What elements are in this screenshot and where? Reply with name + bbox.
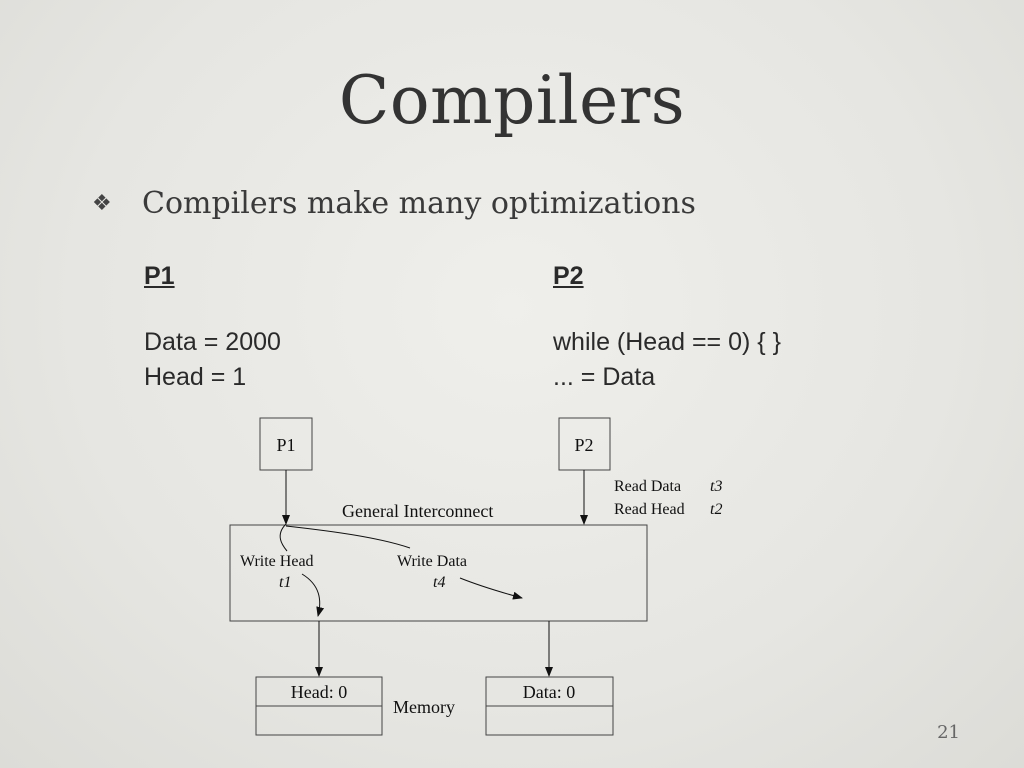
four-diamond-bullet-icon: ❖ xyxy=(92,191,112,216)
write-head-entry-curve xyxy=(279,523,288,552)
p1-box-label: P1 xyxy=(276,435,295,455)
bullet-text: Compilers make many optimizations xyxy=(142,186,696,221)
read-data-label: Read Data xyxy=(614,478,681,495)
write-head-time: t1 xyxy=(279,574,291,591)
p2-line-1: while (Head == 0) { } xyxy=(553,328,781,356)
slide-title: Compilers xyxy=(338,62,686,139)
slide-number: 21 xyxy=(937,722,960,743)
p2-line-2: ... = Data xyxy=(553,363,656,391)
interconnect-label: General Interconnect xyxy=(342,501,493,521)
memory-label: Memory xyxy=(393,697,455,717)
bullet-item: ❖ Compilers make many optimizations xyxy=(92,186,696,221)
write-head-arrow xyxy=(301,573,325,617)
write-data-arrow xyxy=(459,577,523,600)
write-data-time: t4 xyxy=(433,574,445,591)
write-head-label: Write Head xyxy=(240,553,314,570)
read-head-label: Read Head xyxy=(614,501,685,518)
read-head-time: t2 xyxy=(710,501,722,518)
p1-line-1: Data = 2000 xyxy=(144,328,281,356)
read-data-time: t3 xyxy=(710,478,722,495)
p2-heading: P2 xyxy=(553,262,584,290)
p1-line-2: Head = 1 xyxy=(144,363,247,391)
p2-box-label: P2 xyxy=(574,435,593,455)
data-cell-label: Data: 0 xyxy=(523,682,575,702)
p1-heading: P1 xyxy=(144,262,175,290)
head-cell-label: Head: 0 xyxy=(291,682,347,702)
interconnect-box xyxy=(229,524,648,622)
write-data-label: Write Data xyxy=(397,553,467,570)
write-data-entry-curve xyxy=(285,525,411,549)
